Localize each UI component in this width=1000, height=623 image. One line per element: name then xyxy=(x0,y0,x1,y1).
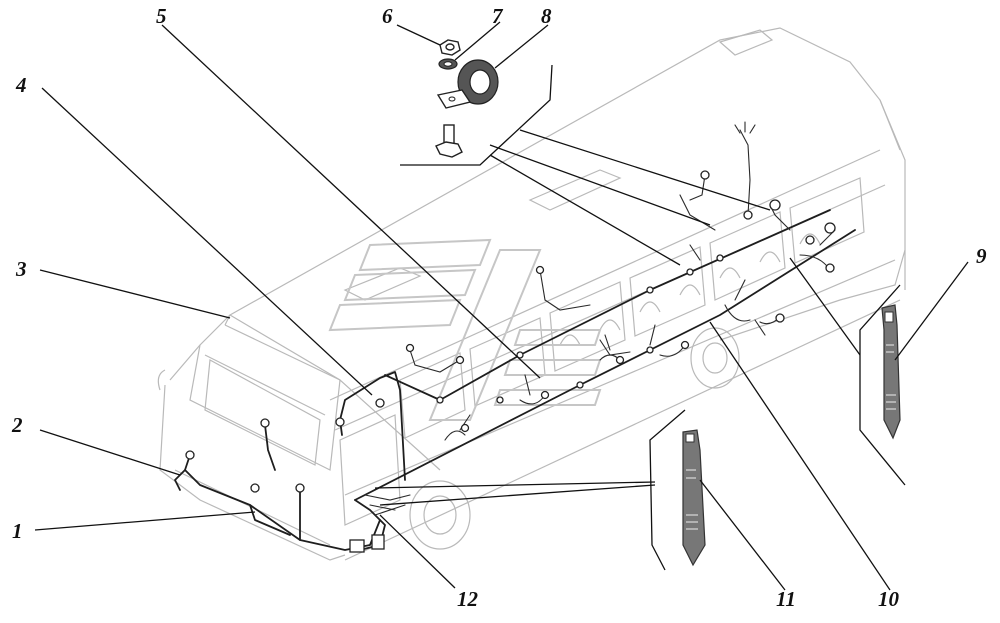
nut-part xyxy=(439,39,461,56)
callout-6: 6 xyxy=(382,4,393,28)
callout-5: 5 xyxy=(156,4,167,28)
washer-part xyxy=(438,58,458,70)
callout-1: 1 xyxy=(12,519,23,543)
callout-11: 11 xyxy=(776,587,796,611)
bus-body xyxy=(157,27,906,561)
callout-12: 12 xyxy=(457,587,479,611)
leader-lines xyxy=(34,21,969,591)
clamp-part xyxy=(436,59,499,109)
callout-7: 7 xyxy=(492,4,504,28)
callout-9: 9 xyxy=(976,244,987,268)
connectors xyxy=(185,170,836,553)
callout-10: 10 xyxy=(878,587,900,611)
bolt-part xyxy=(435,124,463,158)
clamp-assembly-detail xyxy=(400,39,553,166)
callout-3: 3 xyxy=(15,257,27,281)
callout-4: 4 xyxy=(15,73,27,97)
callout-labels: 1 2 3 4 5 6 7 8 9 10 11 12 xyxy=(11,4,987,611)
wiring-harness xyxy=(174,121,856,551)
callout-8: 8 xyxy=(541,4,552,28)
cable-tie-detail-9 xyxy=(859,284,906,486)
watermark-logo xyxy=(328,238,602,421)
callout-2: 2 xyxy=(11,413,23,437)
cable-tie-detail-11 xyxy=(649,409,706,571)
